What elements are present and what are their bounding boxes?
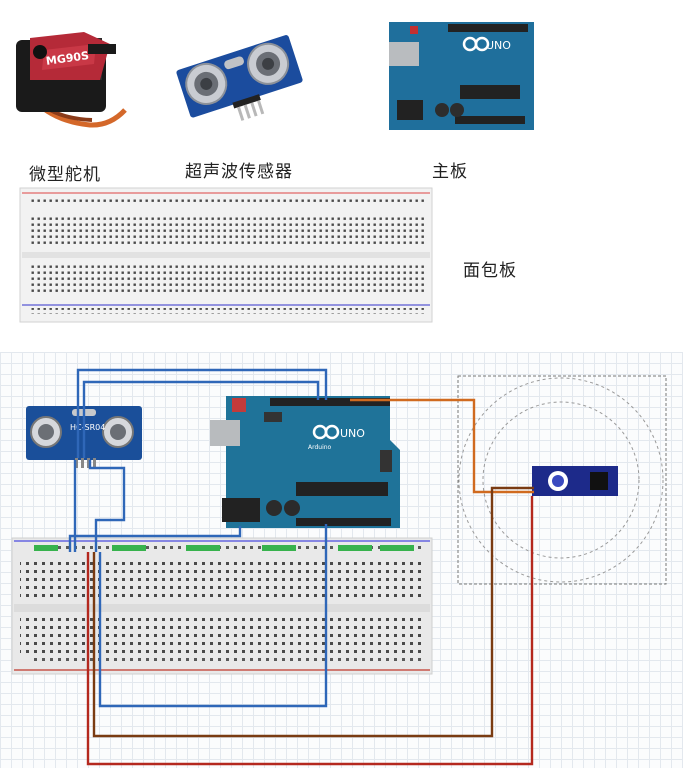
servo-label: 微型舵机 <box>29 165 101 185</box>
breadboard-label: 面包板 <box>463 261 517 281</box>
board-model-text: UNO <box>340 427 365 440</box>
arduino-diagram: UNO Arduino <box>210 396 400 528</box>
board-label: 主板 <box>432 162 468 182</box>
blue-wire-2 <box>82 380 320 458</box>
orange-wire <box>350 398 534 494</box>
blue-wire-5 <box>98 524 328 708</box>
servo-diagram <box>532 466 618 496</box>
red-wire <box>86 496 534 766</box>
servo-sweep-area <box>457 375 667 585</box>
blue-wire-6 <box>68 526 242 552</box>
sensor-model-text: HC-SR04 <box>70 423 105 432</box>
wires <box>68 368 534 766</box>
board-brand-text: Arduino <box>308 444 332 451</box>
ultrasonic-label: 超声波传感器 <box>185 162 293 182</box>
breadboard-diagram <box>11 537 433 675</box>
blue-wire-3 <box>88 460 126 552</box>
blue-wire-1 <box>76 368 328 458</box>
brown-wire <box>92 486 534 738</box>
